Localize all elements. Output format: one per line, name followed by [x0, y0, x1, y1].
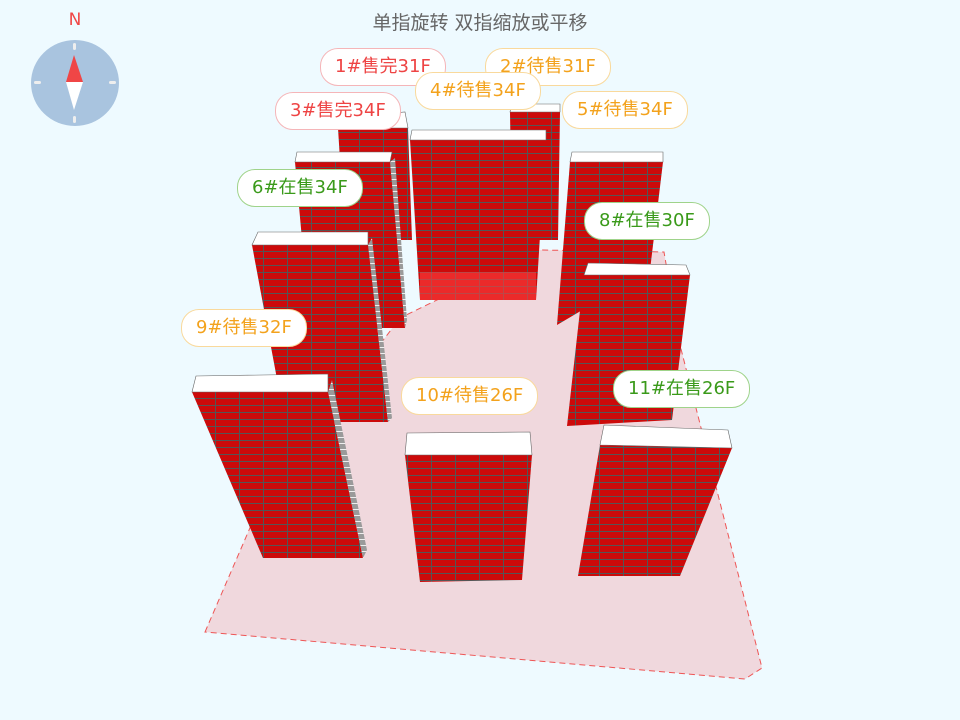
compass-icon	[31, 40, 119, 126]
building-label-9[interactable]: 9#待售32F	[181, 309, 307, 347]
compass-north-label: N	[68, 10, 82, 30]
building-label-3[interactable]: 3#售完34F	[275, 92, 401, 130]
building-label-11[interactable]: 11#在售26F	[613, 370, 751, 408]
building-label-10[interactable]: 10#待售26F	[401, 377, 539, 415]
compass[interactable]: N	[31, 10, 119, 126]
building-label-4[interactable]: 4#待售34F	[415, 72, 541, 110]
building-label-8[interactable]: 8#在售30F	[584, 202, 710, 240]
building-label-5[interactable]: 5#待售34F	[562, 91, 688, 129]
gesture-hint: 单指旋转 双指缩放或平移	[372, 12, 588, 34]
building-label-6[interactable]: 6#在售34F	[237, 169, 363, 207]
